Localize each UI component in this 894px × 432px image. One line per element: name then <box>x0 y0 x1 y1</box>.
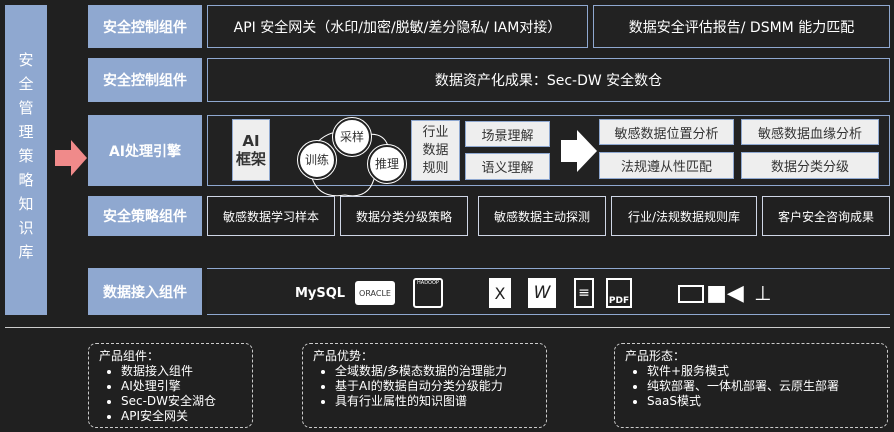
api-gateway-box: API 安全网关（水印/加密/脱敏/差分隐私/ IAM对接） <box>207 5 588 48</box>
product-forms-panel: 产品形态： 软件+服务模式纯软部署、一体机部署、云原生部署SaaS模式 <box>614 343 888 428</box>
cycle-sampling: 采样 <box>332 117 372 157</box>
output-location: 敏感数据位置分析 <box>599 119 734 145</box>
industry-rules: 行业 数据 规则 <box>411 120 460 181</box>
list-item: 数据接入组件 <box>121 364 242 379</box>
semantic-understanding: 语义理解 <box>465 153 550 180</box>
excel-icon: X <box>489 278 511 308</box>
output-classification: 数据分类分级 <box>741 152 879 179</box>
row3-label: AI处理引擎 <box>88 115 202 186</box>
arrow-right-icon <box>55 140 87 176</box>
arrow-right-icon <box>561 130 597 172</box>
product-advantages-panel: 产品优势： 全域数据/多模态数据的治理能力基于AI的数据自动分类分级能力具有行业… <box>302 343 547 428</box>
policy-item: 数据分类分级策略 <box>340 196 468 236</box>
row4-label: 安全策略组件 <box>88 196 202 236</box>
hadoop-icon: HADOOP <box>413 278 443 308</box>
panel-title: 产品优势： <box>313 349 374 363</box>
cycle-training: 训练 <box>297 140 337 180</box>
word-icon: W <box>528 278 556 308</box>
mysql-icon: MySQL <box>294 285 346 301</box>
cycle-inference: 推理 <box>367 144 407 184</box>
image-icon <box>678 285 704 303</box>
list-item: Sec-DW安全湖仓 <box>121 394 242 409</box>
panel-title: 产品形态： <box>625 349 686 363</box>
pdf-icon: PDF <box>606 278 632 308</box>
panel-title: 产品组件： <box>99 349 160 363</box>
divider <box>5 327 890 328</box>
list-item: 基于AI的数据自动分类分级能力 <box>335 379 536 394</box>
list-item: 全域数据/多模态数据的治理能力 <box>335 364 536 379</box>
list-item: 具有行业属性的知识图谱 <box>335 394 536 409</box>
list-item: SaaS模式 <box>647 394 877 409</box>
assessment-report-box: 数据安全评估报告/ DSMM 能力匹配 <box>593 5 890 48</box>
row2-label: 安全控制组件 <box>88 58 202 102</box>
row1-label: 安全控制组件 <box>88 5 202 48</box>
product-components-panel: 产品组件： 数据接入组件AI处理引擎Sec-DW安全湖仓API安全网关 <box>88 343 253 428</box>
ai-framework: AI 框架 <box>232 119 270 181</box>
scene-understanding: 场景理解 <box>465 121 550 147</box>
policy-item: 客户安全咨询成果 <box>762 196 890 236</box>
video-camera-icon: ■◀ <box>706 280 744 306</box>
document-icon: ≡ <box>574 278 594 308</box>
list-item: 软件+服务模式 <box>647 364 877 379</box>
list-item: 纯软部署、一体机部署、云原生部署 <box>647 379 877 394</box>
policy-item: 敏感数据主动探测 <box>478 196 606 236</box>
policy-item: 行业/法规数据规则库 <box>611 196 757 236</box>
policy-item: 敏感数据学习样本 <box>207 196 335 236</box>
oracle-icon: ORACLE <box>355 281 395 305</box>
policy-knowledge-base: 安全管理策略知识库 <box>5 5 47 315</box>
list-item: API安全网关 <box>121 409 242 424</box>
output-lineage: 敏感数据血缘分析 <box>741 119 879 145</box>
list-item: AI处理引擎 <box>121 379 242 394</box>
sec-dw-box: 数据资产化成果：Sec-DW 安全数仓 <box>207 58 890 102</box>
output-compliance: 法规遵从性匹配 <box>599 152 734 179</box>
scanner-icon: ⊥ <box>754 281 772 305</box>
row5-label: 数据接入组件 <box>88 268 202 315</box>
cycle-lines <box>309 131 391 197</box>
